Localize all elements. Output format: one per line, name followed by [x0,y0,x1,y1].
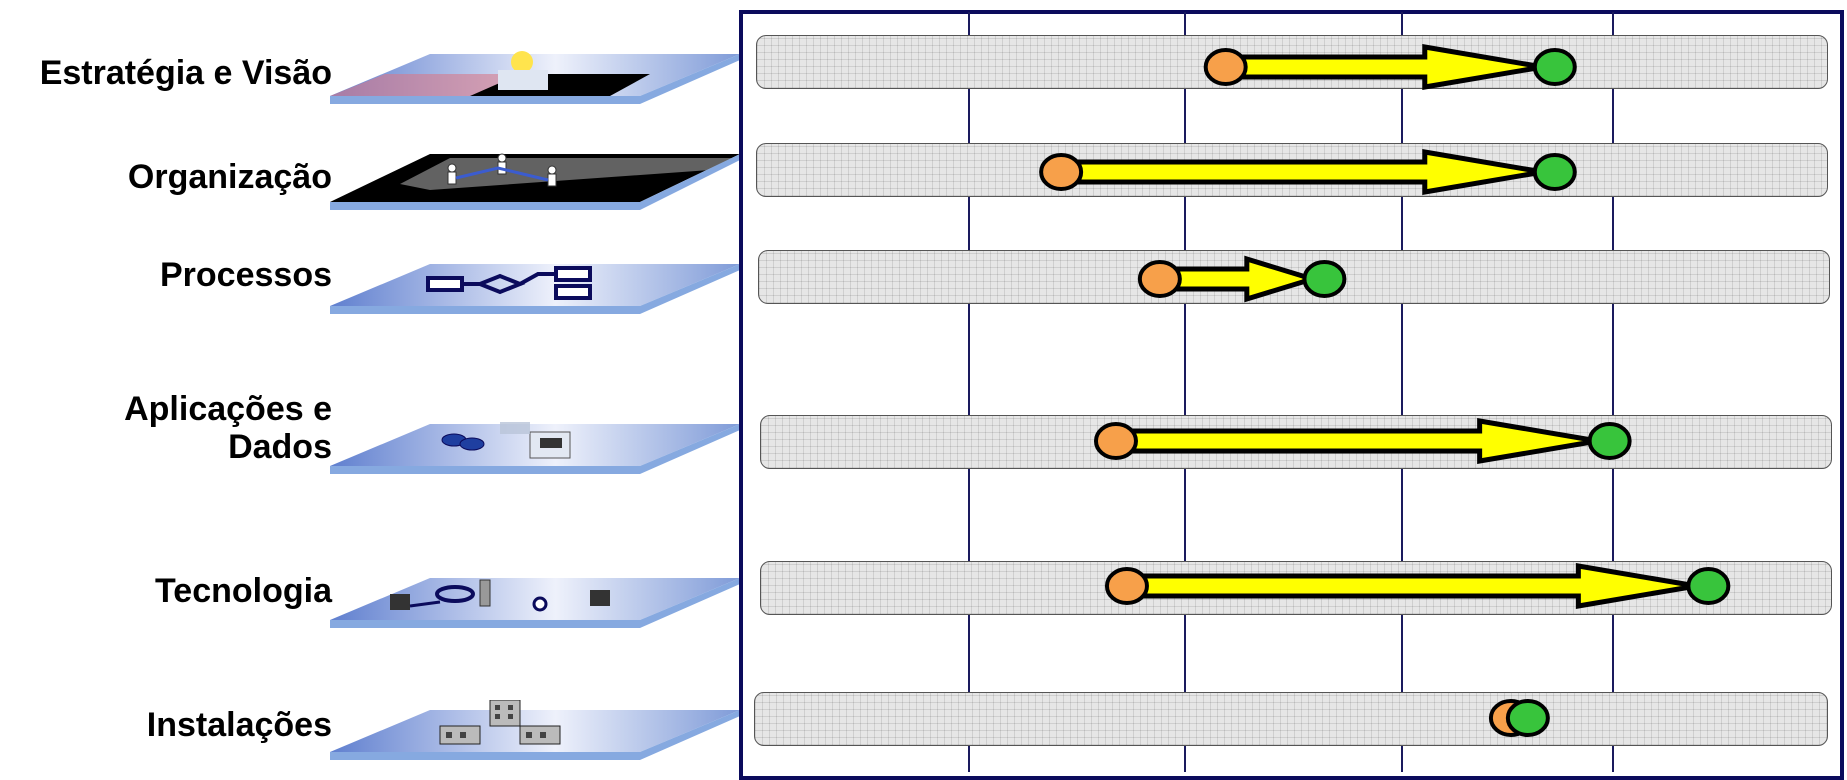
transition-arrows [0,0,1847,761]
start-marker-organizacao [1041,155,1081,189]
start-marker-tecnologia [1107,569,1147,603]
arrow-organizacao [1061,152,1543,192]
end-marker-estrategia [1535,50,1575,84]
end-marker-tecnologia [1688,569,1728,603]
end-marker-processos [1304,262,1344,296]
arrow-processos [1160,259,1313,299]
start-marker-processos [1140,262,1180,296]
end-marker-organizacao [1535,155,1575,189]
start-marker-estrategia [1206,50,1246,84]
arrow-estrategia [1226,47,1543,87]
end-marker-instalacoes [1508,701,1548,735]
arrow-tecnologia [1127,566,1696,606]
start-marker-aplicacoes [1096,424,1136,458]
end-marker-aplicacoes [1590,424,1630,458]
arrow-aplicacoes [1116,421,1598,461]
